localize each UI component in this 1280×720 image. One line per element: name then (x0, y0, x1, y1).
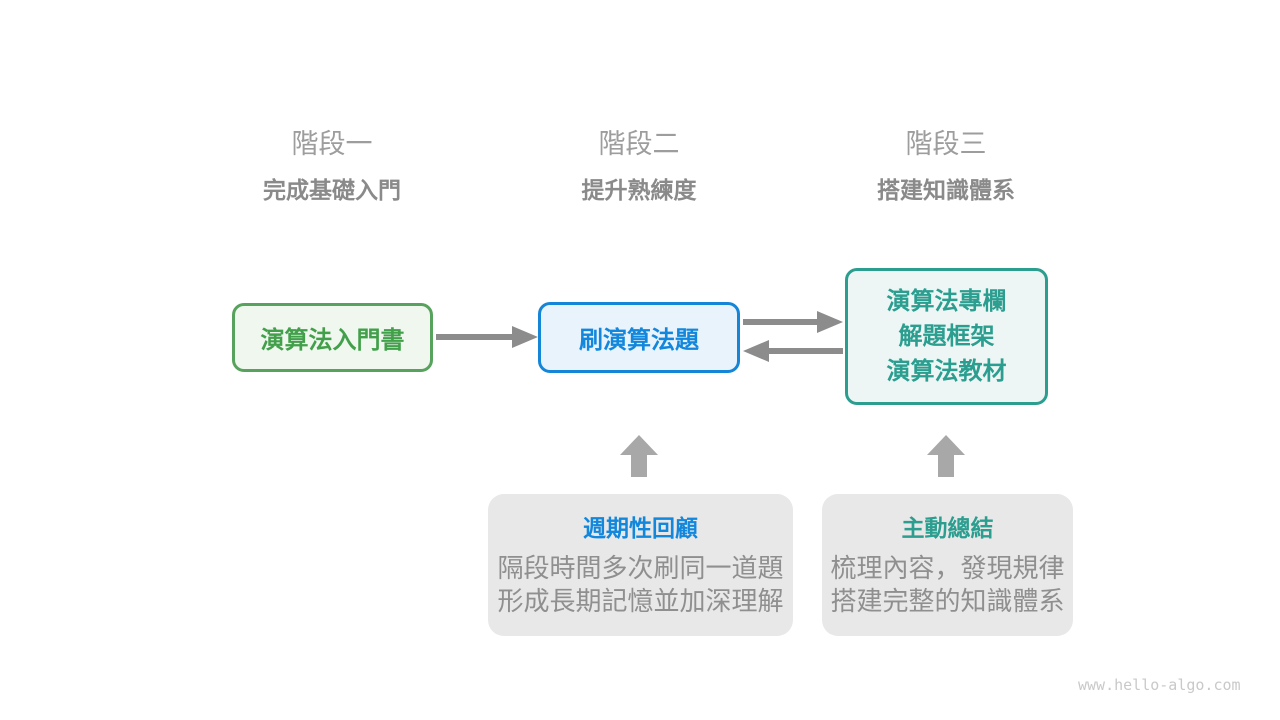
stage-2-subtitle: 提升熟練度 (581, 177, 697, 203)
note-active-summary: 主動總結 梳理內容，發現規律 搭建完整的知識體系 (822, 494, 1073, 636)
node-intro-book: 演算法入門書 (232, 303, 433, 372)
stage-header-1: 階段一 完成基礎入門 (192, 128, 472, 204)
stage-3-subtitle: 搭建知識體系 (877, 177, 1015, 203)
node-resources-line-1: 演算法專欄 (886, 288, 1007, 315)
stage-header-3: 階段三 搭建知識體系 (806, 128, 1086, 204)
arrow-left-icon (743, 340, 843, 362)
stage-1-title: 階段一 (291, 129, 373, 159)
stage-header-2: 階段二 提升熟練度 (499, 128, 779, 204)
arrow-right-icon (436, 326, 538, 348)
stage-1-subtitle: 完成基礎入門 (263, 177, 401, 203)
node-resources: 演算法專欄 解題框架 演算法教材 (845, 268, 1048, 405)
node-practice-label: 刷演算法題 (579, 327, 699, 354)
note-active-summary-title: 主動總結 (901, 515, 994, 541)
stage-3-title: 階段三 (905, 129, 987, 159)
note-periodic-review-body: 隔段時間多次刷同一道題 形成長期記憶並加深理解 (488, 552, 793, 618)
note-body-line: 隔段時間多次刷同一道題 (497, 553, 784, 583)
block-arrow-up-icon (927, 435, 965, 477)
node-intro-book-label: 演算法入門書 (260, 327, 405, 354)
node-practice: 刷演算法題 (538, 302, 740, 373)
arrow-right-icon (743, 311, 843, 333)
note-periodic-review: 週期性回顧 隔段時間多次刷同一道題 形成長期記憶並加深理解 (488, 494, 793, 636)
note-body-line: 形成長期記憶並加深理解 (497, 586, 784, 616)
note-body-line: 梳理內容，發現規律 (830, 553, 1065, 583)
note-periodic-review-title: 週期性回顧 (583, 515, 698, 541)
note-active-summary-body: 梳理內容，發現規律 搭建完整的知識體系 (822, 552, 1073, 618)
watermark: www.hello-algo.com (1078, 676, 1241, 694)
node-resources-line-3: 演算法教材 (886, 358, 1007, 385)
note-body-line: 搭建完整的知識體系 (830, 586, 1065, 616)
node-resources-line-2: 解題框架 (898, 323, 995, 350)
stage-2-title: 階段二 (598, 129, 680, 159)
block-arrow-up-icon (620, 435, 658, 477)
